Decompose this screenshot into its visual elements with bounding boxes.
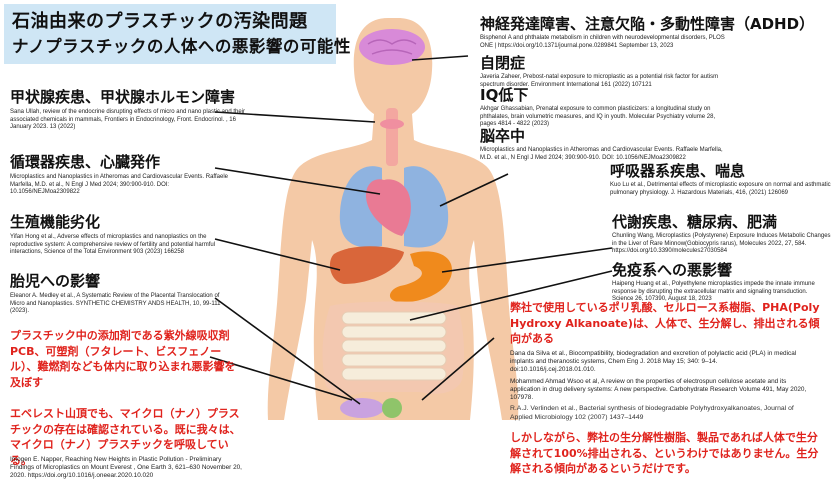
label-citation: Chunling Wang, Microplastics (Polystyren…: [612, 233, 831, 255]
label-heading: 循環器疾患、心臓発作: [10, 153, 161, 171]
brain-organ: [359, 29, 425, 65]
label-stroke: 脳卒中 Microplastics and Nanoplastics in At…: [480, 127, 730, 162]
bladder-organ: [382, 398, 402, 418]
label-heading: 自閉症: [480, 54, 526, 72]
trachea: [386, 108, 398, 166]
label-citation: Microplastics and Nanoplastics in Athero…: [10, 174, 228, 196]
everest-note: エベレスト山頂でも、マイクロ（ナノ）プラスチックの存在は確認されている。既に我々…: [10, 407, 241, 467]
thyroid-organ: [380, 119, 404, 129]
page-subtitle: ナノプラスチックの人体への悪影響の可能性: [12, 37, 351, 56]
reproductive-organ: [340, 398, 384, 418]
label-citation: Microplastics and Nanoplastics in Athero…: [480, 147, 723, 161]
pla-reference: Dana da Silva et al., Biocompatibility, …: [510, 350, 797, 373]
right-lung: [404, 166, 449, 248]
label-heading: IQ低下: [480, 86, 529, 104]
label-heading: 呼吸器系疾患、喘息: [610, 162, 746, 180]
label-citation: Haipeng Huang et al., Polyethylene micro…: [612, 281, 815, 303]
label-respiratory: 呼吸器系疾患、喘息 Kuo Lu et al., Detrimental eff…: [610, 162, 834, 197]
title-box: 石油由来のプラスチックの汚染問題 ナノプラスチックの人体への悪影響の可能性: [4, 4, 350, 64]
label-iq: IQ低下 Akhgar Ghassabian, Prenatal exposur…: [480, 86, 730, 129]
label-autism: 自閉症 Javeria Zaheer, Prebost-natal exposu…: [480, 54, 730, 89]
stomach-organ: [389, 251, 452, 303]
label-reproductive: 生殖機能劣化 Yifan Hong et al., Adverse effect…: [10, 213, 232, 257]
label-adhd: 神経発達障害、注意欠陥・多動性障害（ADHD） Bisphenol A and …: [480, 15, 830, 50]
label-heading: 生殖機能劣化: [10, 213, 101, 231]
label-citation: Akhgar Ghassabian, Prenatal exposure to …: [480, 106, 716, 128]
liver-organ: [329, 246, 404, 284]
small-intestine: [341, 311, 447, 381]
label-metabolic: 代謝疾患、糖尿病、肥満 Chunling Wang, Microplastics…: [612, 213, 834, 256]
label-fetus: 胎児への影響 Eleanor A. Medley et al., A Syste…: [10, 272, 232, 316]
pointer-lines: [209, 55, 613, 405]
label-thyroid: 甲状腺疾患、甲状腺ホルモン障害 Sana Ullah, review of th…: [10, 88, 246, 132]
page-title: 石油由来のプラスチックの汚染問題: [12, 11, 308, 32]
label-heading: 代謝疾患、糖尿病、肥満: [612, 213, 778, 231]
everest-reference: Imogen E. Napper, Reaching New Heights i…: [10, 456, 242, 479]
label-citation: Yifan Hong et al., Adverse effects of mi…: [10, 234, 216, 256]
label-cardiovascular: 循環器疾患、心臓発作 Microplastics and Nanoplastic…: [10, 153, 230, 197]
label-citation: Kuo Lu et al., Detrimental effects of mi…: [610, 182, 831, 196]
disclaimer-note: しかしながら、弊社の生分解性樹脂、製品であれば人体で生分解されて100%排出され…: [510, 431, 819, 475]
label-heading: 神経発達障害、注意欠陥・多動性障害（ADHD）: [480, 15, 815, 33]
label-heading: 脳卒中: [480, 127, 526, 145]
label-citation: Sana Ullah, review of the endocrine disr…: [10, 109, 246, 131]
brain-folds: [367, 39, 417, 55]
pha-reference: R.A.J. Verlinden et al., Bacterial synth…: [510, 405, 794, 421]
cellulose-reference: Mohammed Ahmad Wsoo et al, A review on t…: [510, 378, 807, 401]
label-immune: 免疫系への悪影響 Haipeng Huang et al., Polyethyl…: [612, 261, 828, 304]
label-heading: 胎児への影響: [10, 272, 101, 290]
additives-note: プラスチック中の添加剤である紫外線吸収剤PCB、可塑剤（フタレート、ビスフェノー…: [10, 329, 236, 389]
label-citation: Bisphenol A and phthalate metabolism in …: [480, 35, 725, 49]
label-citation: Javeria Zaheer, Prebost-natal exposure t…: [480, 74, 719, 88]
label-heading: 免疫系への悪影響: [612, 261, 733, 279]
label-citation: Eleanor A. Medley et al., A Systematic R…: [10, 293, 221, 315]
label-heading: 甲状腺疾患、甲状腺ホルモン障害: [10, 88, 236, 106]
biodegradable-note: 弊社で使用しているポリ乳酸、セルロース系樹脂、PHA(Poly Hydroxy …: [510, 301, 820, 345]
